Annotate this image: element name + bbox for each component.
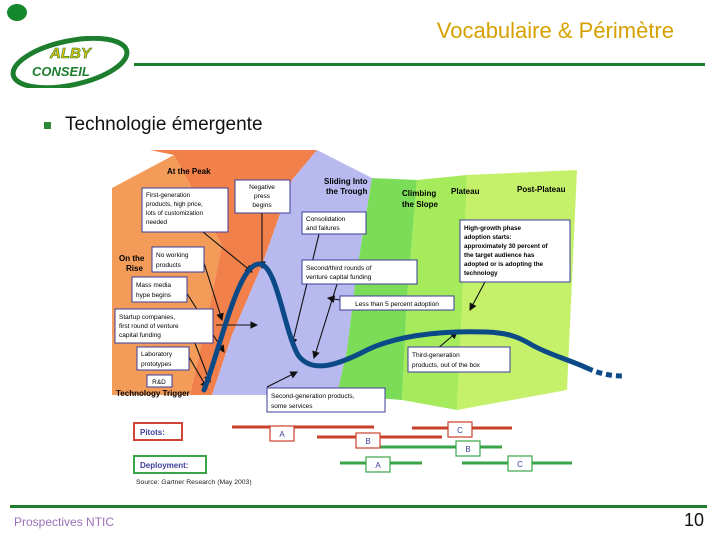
box-first-generation: First-generation products, high price, l… xyxy=(141,187,229,233)
pilots-legend: Pitots: xyxy=(133,422,183,441)
svg-text:prototypes: prototypes xyxy=(141,361,172,368)
svg-text:adopted or is adopting the: adopted or is adopting the xyxy=(464,261,544,268)
svg-text:press: press xyxy=(254,193,271,200)
box-second-generation: Second-generation products, some service… xyxy=(266,387,386,413)
svg-text:A: A xyxy=(279,430,285,439)
svg-text:Negative: Negative xyxy=(249,184,275,191)
page-number: 10 xyxy=(683,510,704,530)
svg-text:venture capital funding: venture capital funding xyxy=(306,274,372,281)
svg-text:technology: technology xyxy=(464,270,498,277)
svg-text:A: A xyxy=(375,461,381,470)
svg-text:products: products xyxy=(156,262,182,269)
box-rnd: R&D xyxy=(146,374,173,388)
hype-curve-projection xyxy=(585,365,623,379)
box-startup: Startup companies, first round of ventur… xyxy=(114,308,214,344)
hype-cycle-diagram: At the Peak Sliding Into the Trough Clim… xyxy=(112,150,623,486)
footer-divider xyxy=(10,505,707,508)
svg-text:Deployment:: Deployment: xyxy=(140,461,188,470)
phase-region-slope xyxy=(337,178,417,400)
title-divider xyxy=(134,63,705,66)
svg-text:approximately 30 percent of: approximately 30 percent of xyxy=(464,243,549,250)
hype-curve xyxy=(201,261,590,393)
bullet-square-icon xyxy=(44,121,51,129)
pilot-marker-b: B xyxy=(355,432,381,449)
svg-text:CONSEIL: CONSEIL xyxy=(32,64,90,79)
svg-text:Pitots:: Pitots: xyxy=(140,428,165,437)
phase-label-slope-1: Climbing xyxy=(402,189,436,198)
phase-label-post-plateau: Post-Plateau xyxy=(517,185,566,194)
box-second-third-rounds: Second/third rounds of venture capital f… xyxy=(301,259,418,285)
svg-text:products, out of the box: products, out of the box xyxy=(412,362,481,369)
svg-text:First-generation: First-generation xyxy=(146,192,191,199)
svg-text:adoption starts:: adoption starts: xyxy=(464,234,512,241)
svg-text:Laboratory: Laboratory xyxy=(141,351,173,358)
bullet-text: Technologie émergente xyxy=(65,114,263,135)
source-caption: Source: Gartner Research (May 2003) xyxy=(136,479,252,486)
phase-label-trough-2: the Trough xyxy=(326,187,367,196)
box-consolidation: Consolidation and failures xyxy=(301,211,367,235)
svg-text:Startup companies,: Startup companies, xyxy=(119,314,175,321)
pilot-marker-c: C xyxy=(447,421,473,438)
deploy-marker-c: C xyxy=(507,455,533,472)
svg-text:first round of venture: first round of venture xyxy=(119,323,179,330)
svg-text:B: B xyxy=(465,445,470,454)
box-no-working: No working products xyxy=(151,246,205,273)
phase-label-peak: At the Peak xyxy=(167,167,211,176)
svg-text:and failures: and failures xyxy=(306,225,340,232)
phase-label-plateau: Plateau xyxy=(451,187,480,196)
phase-label-slope-2: the Slope xyxy=(402,200,439,209)
svg-text:hype begins: hype begins xyxy=(136,292,172,299)
pilot-marker-a: A xyxy=(269,425,295,442)
svg-text:ALBY: ALBY xyxy=(49,45,93,62)
phase-label-trough-1: Sliding Into xyxy=(324,177,368,186)
svg-text:Second/third rounds of: Second/third rounds of xyxy=(306,265,372,272)
phase-label-rise-2: Rise xyxy=(126,264,143,273)
svg-text:the target audience has: the target audience has xyxy=(464,252,535,259)
svg-text:Third-generation: Third-generation xyxy=(412,352,460,359)
svg-text:Consolidation: Consolidation xyxy=(306,216,346,223)
alby-conseil-logo: ALBY CONSEIL xyxy=(10,36,130,88)
svg-text:products, high price,: products, high price, xyxy=(146,201,203,208)
footer-text: Prospectives NTIC xyxy=(14,515,115,529)
phase-label-trigger: Technology Trigger xyxy=(116,389,190,398)
svg-text:C: C xyxy=(457,426,463,435)
box-third-generation: Third-generation products, out of the bo… xyxy=(407,346,511,373)
deploy-marker-a: A xyxy=(365,456,391,473)
svg-text:lots of customization: lots of customization xyxy=(146,210,204,217)
svg-text:R&D: R&D xyxy=(152,379,166,386)
svg-text:needed: needed xyxy=(146,219,168,226)
slide-title: Vocabulaire & Périmètre xyxy=(436,18,674,43)
box-high-growth: High-growth phase adoption starts: appro… xyxy=(459,219,571,283)
box-less-than-5-percent: Less than 5 percent adoption xyxy=(339,295,455,311)
svg-text:No working: No working xyxy=(156,252,189,259)
green-dot-decoration xyxy=(7,4,27,21)
phase-label-rise-1: On the xyxy=(119,254,145,263)
svg-text:High-growth phase: High-growth phase xyxy=(464,225,522,232)
svg-text:some services: some services xyxy=(271,403,313,410)
box-negative-press: Negative press begins xyxy=(234,179,291,214)
svg-text:Less than 5 percent adoption: Less than 5 percent adoption xyxy=(355,301,439,308)
svg-text:Mass media: Mass media xyxy=(136,282,171,289)
svg-text:capital funding: capital funding xyxy=(119,332,161,339)
svg-text:Second-generation products,: Second-generation products, xyxy=(271,393,355,400)
deployment-legend: Deployment: xyxy=(133,455,207,474)
deploy-marker-b: B xyxy=(455,440,481,457)
bullet-item: Technologie émergente xyxy=(44,114,263,136)
box-laboratory: Laboratory prototypes xyxy=(136,346,190,371)
phase-region-trough xyxy=(212,150,372,395)
svg-text:begins: begins xyxy=(252,202,272,209)
box-mass-media: Mass media hype begins xyxy=(131,276,188,303)
svg-text:B: B xyxy=(365,437,370,446)
phase-region-post-plateau xyxy=(457,170,577,410)
svg-text:C: C xyxy=(517,460,523,469)
